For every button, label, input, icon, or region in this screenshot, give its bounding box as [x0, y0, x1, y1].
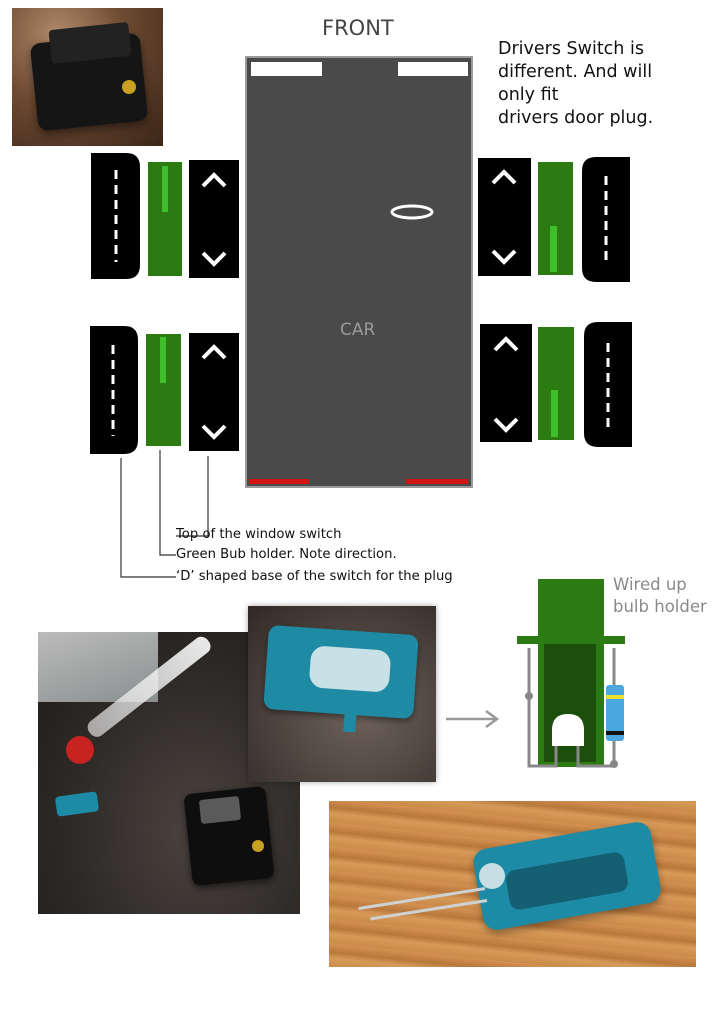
- chevron-down-icon: [201, 251, 227, 267]
- switch-top: [189, 333, 239, 451]
- led-icon: [552, 714, 584, 746]
- d-shaped-base: [582, 157, 630, 282]
- photo-bulb-holder-closeup: [248, 606, 436, 782]
- wired-bulb-holder-schematic: [517, 579, 625, 768]
- chevron-down-icon: [491, 249, 517, 265]
- switch-set-front-left: [91, 153, 239, 279]
- headlight-left: [251, 62, 322, 76]
- bulb-title-line: Wired up: [613, 575, 687, 594]
- chevron-down-icon: [201, 424, 227, 440]
- legend-d-base: ‘D’ shaped base of the switch for the pl…: [176, 569, 453, 584]
- bulb-title-line: bulb holder: [613, 597, 707, 616]
- switch-set-rear-left: [90, 326, 239, 454]
- headlight-right: [398, 62, 468, 76]
- switch-top: [478, 158, 531, 276]
- taillight-left: [249, 479, 309, 484]
- front-label: FRONT: [322, 16, 394, 40]
- d-shaped-base: [584, 322, 632, 447]
- legend-bulb-holder: Green Bub holder. Note direction.: [176, 547, 397, 562]
- taillight-right: [406, 479, 468, 484]
- note-line: Drivers Switch is: [498, 39, 644, 59]
- note-line: different. And will: [498, 62, 653, 82]
- switch-set-front-right: [478, 157, 630, 282]
- note-line: drivers door plug.: [498, 108, 654, 128]
- switch-top: [189, 160, 239, 278]
- chevron-up-icon: [201, 344, 227, 360]
- drivers-switch-note: Drivers Switch is different. And will on…: [498, 38, 653, 130]
- bulb-holder-title: Wired up bulb holder: [613, 574, 707, 618]
- photo-switch-top: [12, 8, 163, 146]
- switch-top: [480, 324, 532, 442]
- legend-switch-top: Top of the window switch: [176, 527, 342, 542]
- chevron-up-icon: [493, 336, 519, 352]
- switch-set-rear-right: [480, 322, 632, 447]
- photo-led-bulb-holder: [329, 801, 696, 967]
- car-body: [245, 56, 473, 488]
- driver-seat-marker: [390, 204, 434, 220]
- note-line: only fit: [498, 85, 559, 105]
- chevron-up-icon: [201, 172, 227, 188]
- chevron-down-icon: [493, 417, 519, 433]
- car-label: CAR: [340, 320, 376, 340]
- chevron-up-icon: [491, 169, 517, 185]
- right-arrow-icon: [446, 709, 500, 729]
- legend-leader-lines: [120, 450, 209, 578]
